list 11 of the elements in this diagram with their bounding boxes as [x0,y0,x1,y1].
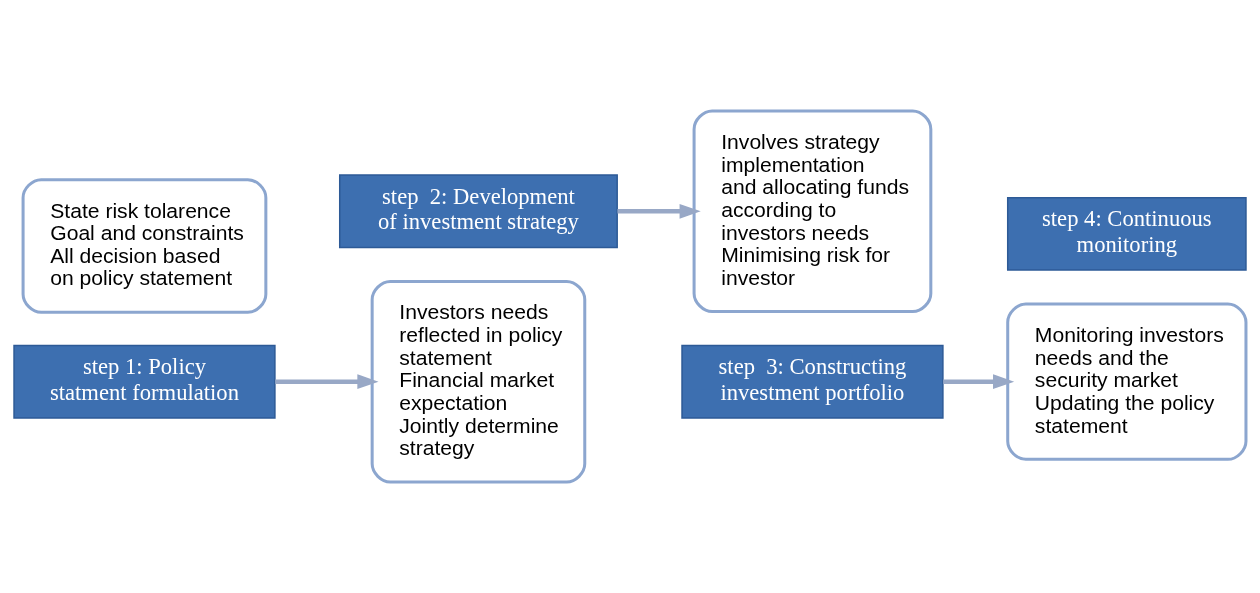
node-box: step 1: Policy statment formulation [13,344,276,419]
node-box: State risk tolarence Goal and constraints All decision based on policy statement [21,178,268,314]
arrow [943,374,1015,390]
node-box: Monitoring investors needs and the security market Updating the policy statement [1006,302,1248,461]
node-box: Involves strategy implementation and allocating funds according to investors needs Minimising risk for investor [692,109,933,314]
node-box: step 2: Development of investment strategy [338,174,618,249]
arrow [275,374,379,390]
node-box: Investors needs reflected in policy statement Financial market expectation Jointly determine strategy [370,279,587,484]
arrow [617,203,701,219]
node-box: step 4: Continuous monitoring [1006,196,1247,271]
node-box: step 3: Constructing investment portfolio [681,344,944,419]
